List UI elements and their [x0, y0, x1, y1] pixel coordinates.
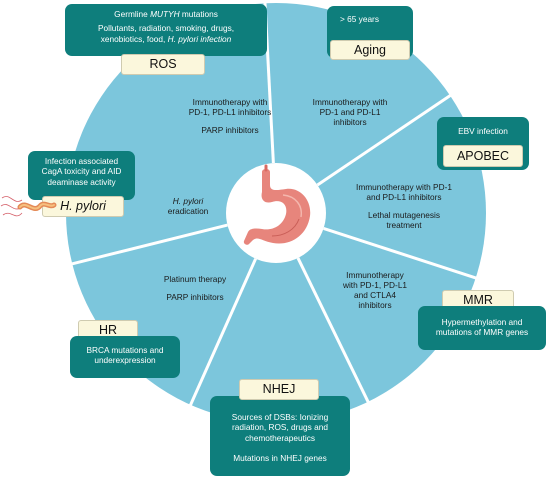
nhej-causes-box: Sources of DSBs: Ionizing radiation, ROS… — [210, 396, 350, 476]
ros-tag: ROS — [121, 54, 205, 75]
sector-divider — [296, 257, 371, 405]
aging-therapy-line2: PD-1 and PD-L1 — [319, 107, 381, 117]
hpylori-causes-line2: CagA toxicity and AID — [41, 166, 122, 177]
ros-therapy-line2: PD-1, PD-L1 inhibitors — [188, 107, 272, 117]
ros-gene-prefix: Germline — [114, 9, 151, 19]
hpylori-causes-line3: deaminase activity — [47, 176, 116, 187]
ros-gene-suffix: mutations — [179, 9, 218, 19]
mmr-therapy-line2: with PD-1, PD-L1 — [342, 280, 408, 290]
ros-therapy: Immunotherapy with PD-1, PD-L1 inhibitor… — [170, 97, 290, 135]
apobec-therapy-line1: Immunotherapy with PD-1 — [356, 182, 452, 192]
sector-divider — [188, 258, 258, 408]
apobec-therapy-line4: treatment — [386, 220, 422, 230]
hr-therapy-line2: PARP inhibitors — [166, 292, 224, 302]
sector-divider — [69, 223, 228, 266]
apobec-therapy-line2: and PD-L1 inhibitors — [366, 192, 442, 202]
bacterium-icon — [0, 196, 57, 217]
sector-divider — [323, 227, 479, 280]
hr-causes-line2: underexpression — [94, 355, 156, 366]
mmr-causes-box: Hypermethylation and mutations of MMR ge… — [418, 306, 546, 350]
hpylori-causes-line1: Infection associated — [44, 156, 119, 166]
ros-therapy-line3: PARP inhibitors — [201, 125, 259, 135]
center-disc — [226, 163, 326, 263]
apobec-tag: APOBEC — [443, 145, 523, 167]
hr-therapy-line1: Platinum therapy — [163, 274, 227, 284]
ros-therapy-line1: Immunotherapy with — [192, 97, 268, 107]
hpylori-tag-text: H. pylori — [60, 199, 106, 213]
aging-therapy-line3: inhibitors — [333, 117, 367, 127]
mmr-therapy-line3: and CTLA4 — [354, 290, 396, 300]
aging-tag: Aging — [330, 40, 410, 60]
aging-therapy-line1: Immunotherapy with — [312, 97, 388, 107]
ros-causes-line3: xenobiotics, food, — [100, 33, 168, 44]
nhej-tag: NHEJ — [239, 379, 319, 400]
apobec-therapy: Immunotherapy with PD-1 and PD-L1 inhibi… — [342, 182, 466, 230]
hpylori-therapy: H. pylori eradication — [148, 196, 228, 216]
mmr-therapy-line4: inhibitors — [358, 300, 392, 310]
hpylori-therapy-name: H. pylori — [172, 196, 204, 206]
apobec-causes-text: EBV infection — [458, 126, 508, 136]
hpylori-causes-box: Infection associated CagA toxicity and A… — [28, 151, 135, 200]
hr-causes-box: BRCA mutations and underexpression — [70, 336, 180, 378]
aging-therapy: Immunotherapy with PD-1 and PD-L1 inhibi… — [295, 97, 405, 127]
ros-causes-line2: Pollutants, radiation, smoking, drugs, — [97, 23, 235, 34]
nhej-causes-line4: Mutations in NHEJ genes — [233, 453, 327, 464]
nhej-causes-line2: radiation, ROS, drugs and — [232, 422, 328, 433]
hr-causes-line1: BRCA mutations and — [86, 345, 164, 355]
ros-causes-box: Germline MUTYH mutations Pollutants, rad… — [65, 4, 267, 56]
hpylori-therapy-action: eradication — [167, 206, 209, 216]
sector-divider — [316, 93, 453, 187]
stomach-icon — [243, 164, 311, 245]
apobec-therapy-line3: Lethal mutagenesis — [368, 210, 440, 220]
aging-causes-text: > 65 years — [340, 14, 379, 24]
mmr-therapy-line1: Immunotherapy — [346, 270, 404, 280]
hr-therapy: Platinum therapy PARP inhibitors — [150, 274, 240, 302]
mmr-causes-line2: mutations of MMR genes — [435, 327, 529, 338]
nhej-causes-line3: chemotherapeutics — [244, 432, 316, 443]
mmr-therapy: Immunotherapy with PD-1, PD-L1 and CTLA4… — [330, 270, 420, 310]
ros-gene-name: MUTYH — [150, 9, 180, 19]
ros-causes-hpylori: H. pylori infection — [167, 33, 232, 44]
nhej-causes-line1: Sources of DSBs: Ionizing — [231, 412, 329, 422]
hpylori-tag: H. pylori — [42, 196, 124, 217]
mmr-causes-line1: Hypermethylation and — [441, 317, 523, 327]
